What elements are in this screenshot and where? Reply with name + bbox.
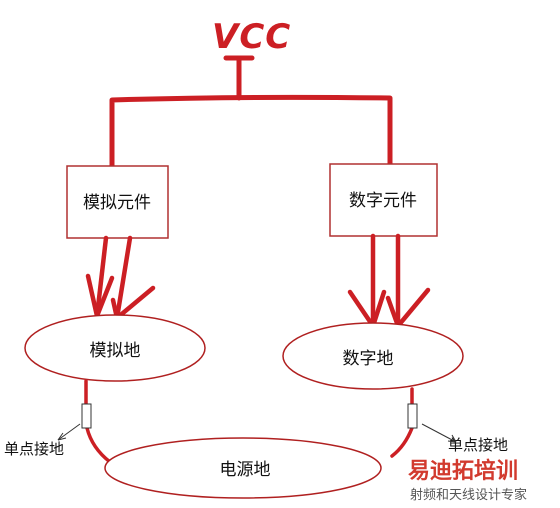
right-ground-connection (390, 387, 414, 458)
left-ground-connection (84, 379, 112, 464)
single-point-label-left: 单点接地 (4, 440, 64, 458)
single-point-label-right: 单点接地 (448, 436, 508, 454)
digital-component-label: 数字元件 (349, 191, 417, 211)
watermark-title: 易迪拓培训 (408, 458, 518, 484)
watermark-subtitle: 射频和天线设计专家 (410, 487, 527, 503)
analog-ground-label: 模拟地 (90, 341, 141, 361)
vcc-label: VCC (212, 17, 291, 57)
analog-ground (24, 314, 206, 382)
analog-current-arrows (85, 235, 156, 321)
power-ground-label: 电源地 (220, 460, 271, 480)
right-pointer-arrow (421, 423, 457, 443)
left-pointer-arrow (57, 423, 81, 441)
power-rail (109, 55, 393, 173)
watermark-logo: 易迪拓培训 射频和天线设计专家 (402, 452, 556, 506)
power-ground (104, 437, 382, 499)
digital-current-arrows (347, 233, 431, 329)
analog-component-label: 模拟元件 (83, 193, 151, 213)
left-resistor (81, 403, 92, 429)
digital-ground (282, 322, 464, 390)
digital-ground-label: 数字地 (343, 349, 394, 369)
right-resistor (407, 403, 418, 429)
digital-component-box (329, 163, 438, 237)
analog-component-box (66, 165, 169, 239)
